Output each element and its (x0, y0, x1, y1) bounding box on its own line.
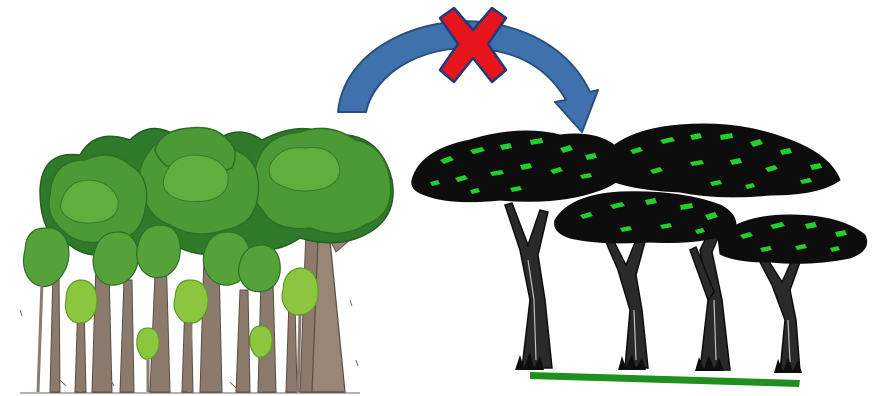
forest-illustration (20, 128, 393, 394)
savanna-illustration (412, 124, 867, 387)
ground-line (530, 372, 800, 387)
